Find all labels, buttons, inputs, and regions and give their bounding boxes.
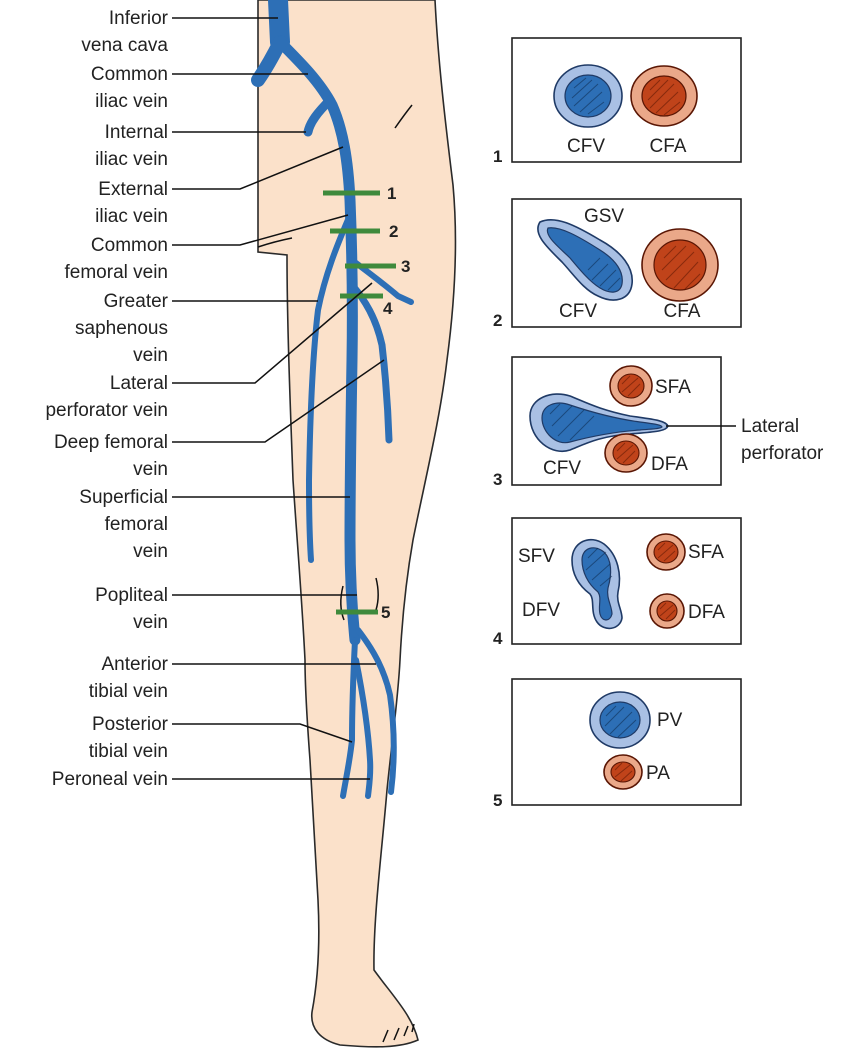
level-marker-3-label: 3 [401, 257, 410, 276]
label-line-1: Deep femoral [54, 432, 168, 453]
sfa-label: SFA [688, 542, 724, 563]
label-line-2: tibial vein [89, 681, 168, 702]
cross-section-panel-1: 1 CFV CFA [493, 38, 741, 166]
cfa-label: CFA [650, 136, 687, 157]
label-line-2: iliac vein [95, 206, 168, 227]
label-line-2: vena cava [81, 35, 168, 56]
label-line-1: Internal [105, 122, 168, 143]
panel-3-number: 3 [493, 470, 502, 489]
label-line-1: Posterior [92, 714, 169, 735]
panel-1-frame [512, 38, 741, 162]
cross-section-panel-4: 4 SFV SFA DFV DFA [493, 518, 741, 648]
panel-2-number: 2 [493, 311, 502, 330]
cfv-label: CFV [567, 136, 605, 157]
cross-section-panel-2: 2 GSV CFV CFA [493, 199, 741, 330]
level-marker-2-label: 2 [389, 222, 398, 241]
label-line-2: femoral [105, 514, 168, 535]
label-greater-saphenous-vein: Greater saphenous vein [75, 291, 318, 366]
sfv-label: SFV [518, 546, 555, 567]
pv-label: PV [657, 710, 683, 731]
cfa-vessel [642, 229, 718, 301]
label-line-1: Superficial [79, 487, 168, 508]
label-line-2: femoral vein [65, 262, 169, 283]
label-line-2: iliac vein [95, 149, 168, 170]
panel-5-number: 5 [493, 791, 502, 810]
label-line-1: Common [91, 235, 168, 256]
dfa-label: DFA [651, 454, 688, 475]
label-line-1: Greater [104, 291, 169, 312]
label-line-2: vein [133, 612, 168, 633]
label-line-1: External [98, 179, 168, 200]
level-marker-4-label: 4 [383, 299, 393, 318]
panel-1-number: 1 [493, 147, 502, 166]
lateral-perforator-label-line-1: Lateral [741, 416, 799, 437]
leg-illustration [258, 0, 455, 1047]
label-line-1: Lateral [110, 373, 168, 394]
label-line-2: saphenous [75, 318, 168, 339]
dfa-label: DFA [688, 602, 725, 623]
label-line-2: iliac vein [95, 91, 168, 112]
cfv-label: CFV [543, 458, 581, 479]
panel-4-number: 4 [493, 629, 503, 648]
label-line-1: Peroneal vein [52, 769, 168, 790]
label-inferior-vena-cava: Inferior vena cava [81, 8, 278, 56]
dfv-label: DFV [522, 600, 560, 621]
cross-section-panel-5: 5 PV PA [493, 679, 741, 810]
label-line-1: Anterior [101, 654, 168, 675]
cross-section-panel-3: 3 SFA CFV DFA Lateral perforator [493, 357, 824, 489]
sfa-vessel [610, 366, 652, 406]
cross-section-panels: 1 CFV CFA 2 [493, 38, 824, 810]
label-line-3: vein [133, 541, 168, 562]
pv-vessel [590, 692, 650, 748]
dfa-vessel [650, 594, 684, 628]
dfa-vessel [605, 434, 647, 472]
label-line-2: perforator vein [45, 400, 168, 421]
lateral-perforator-label-line-2: perforator [741, 443, 824, 464]
panel-4-frame [512, 518, 741, 644]
cfa-vessel [631, 66, 697, 126]
level-marker-1-label: 1 [387, 184, 396, 203]
sfa-vessel [647, 534, 685, 570]
cfv-label: CFV [559, 301, 597, 322]
label-line-2: tibial vein [89, 741, 168, 762]
pa-vessel [604, 755, 642, 789]
cfa-label: CFA [664, 301, 701, 322]
label-line-2: vein [133, 459, 168, 480]
pa-label: PA [646, 763, 670, 784]
label-line-1: Popliteal [95, 585, 168, 606]
label-line-1: Common [91, 64, 168, 85]
cfv-vessel [554, 65, 622, 127]
gsv-label: GSV [584, 206, 624, 227]
leg-outline [258, 0, 455, 1047]
sfa-label: SFA [655, 377, 691, 398]
label-line-1: Inferior [109, 8, 169, 29]
label-line-3: vein [133, 345, 168, 366]
level-marker-5-label: 5 [381, 603, 390, 622]
